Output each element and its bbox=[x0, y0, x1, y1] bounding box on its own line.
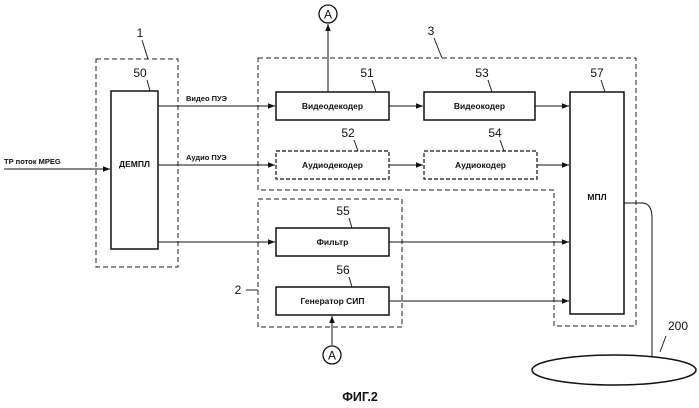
video-encoder-leader bbox=[488, 80, 492, 92]
video-decoder-label: Видеодекодер bbox=[302, 101, 363, 111]
storage-number: 200 bbox=[668, 319, 688, 333]
demux-leader bbox=[147, 80, 150, 91]
video-decoder-number: 51 bbox=[360, 66, 374, 80]
demux-block bbox=[111, 91, 158, 249]
demux-number: 50 bbox=[133, 66, 147, 80]
group-1-number: 1 bbox=[137, 26, 144, 40]
filter-leader bbox=[349, 218, 352, 228]
filter-number: 55 bbox=[336, 204, 350, 218]
connector-a-top-label: A bbox=[324, 8, 332, 22]
group-3-number: 3 bbox=[428, 24, 435, 38]
group-3-leader bbox=[434, 38, 442, 58]
mux-number: 57 bbox=[590, 66, 604, 80]
sip-generator-leader bbox=[349, 277, 352, 287]
mux-label: МПЛ bbox=[587, 192, 606, 202]
video-encoder-number: 53 bbox=[475, 66, 489, 80]
audio-encoder-leader bbox=[500, 140, 504, 151]
sip-generator-label: Генератор СИП bbox=[300, 296, 364, 306]
mux-leader bbox=[601, 80, 605, 92]
demux-label: ДЕМПЛ bbox=[119, 159, 150, 169]
video-encoder-label: Видеокодер bbox=[454, 101, 505, 111]
audio-decoder-label: Аудиодекодер bbox=[302, 160, 363, 170]
group-1-leader bbox=[142, 40, 148, 59]
video-pes-label: Видео ПУЭ bbox=[186, 94, 228, 103]
group-2-number: 2 bbox=[235, 283, 242, 297]
connector-a-bottom-label: A bbox=[328, 349, 336, 363]
figure-caption: ФИГ.2 bbox=[342, 390, 378, 404]
audio-decoder-number: 52 bbox=[341, 126, 355, 140]
input-stream-label: ТР поток MPEG bbox=[4, 157, 61, 166]
filter-label: Фильтр bbox=[317, 237, 349, 247]
mux-block bbox=[570, 92, 624, 314]
storage-leader bbox=[660, 336, 666, 352]
mux-to-storage-line bbox=[624, 203, 652, 356]
sip-generator-number: 56 bbox=[336, 263, 350, 277]
audio-pes-label: Аудио ПУЭ bbox=[186, 153, 227, 162]
audio-encoder-label: Аудиокодер bbox=[455, 160, 506, 170]
audio-decoder-leader bbox=[354, 140, 358, 151]
audio-encoder-number: 54 bbox=[488, 126, 502, 140]
video-decoder-leader bbox=[372, 80, 376, 92]
storage-ellipse bbox=[532, 355, 696, 385]
